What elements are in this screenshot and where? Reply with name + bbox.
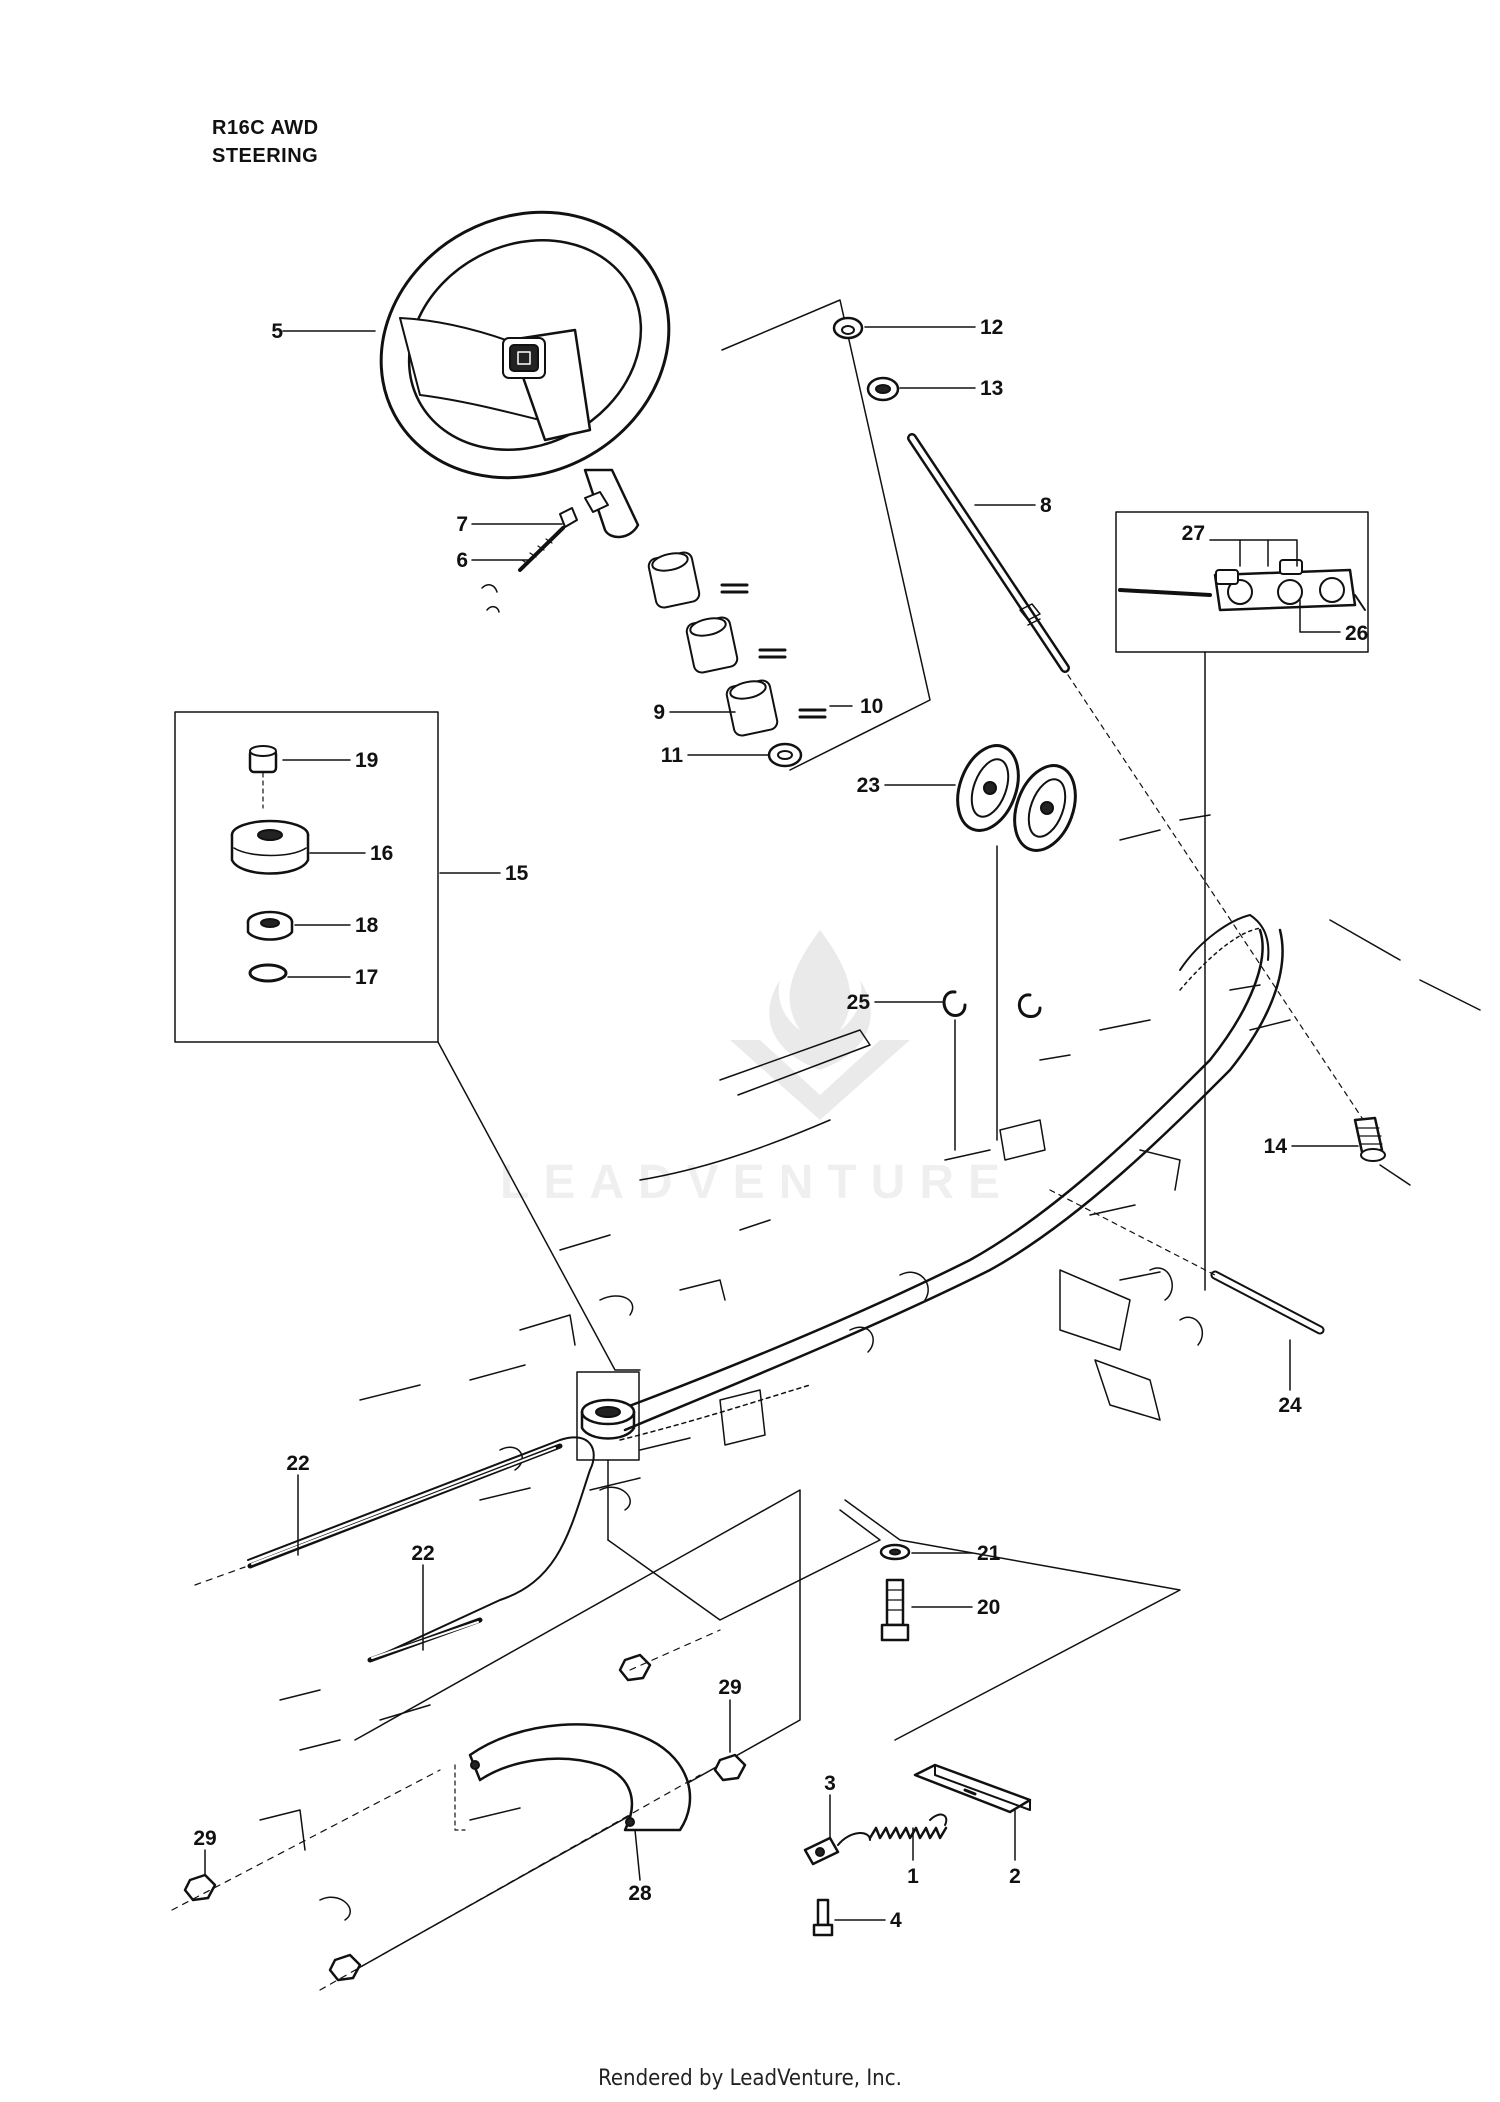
steering-shaft-assembly <box>832 316 1070 673</box>
inset-15-pointer <box>437 1041 641 1371</box>
leadventure-watermark-text: LEADVENTURE <box>500 1156 1015 1209</box>
callout-22b: 22 <box>411 1542 434 1565</box>
callout-19: 19 <box>355 749 378 772</box>
render-credit: Rendered by LeadVenture, Inc. <box>598 2066 902 2091</box>
pin-24 <box>1049 1189 1325 1335</box>
callout-11: 11 <box>661 744 684 767</box>
callout-labels: 5 7 6 9 10 11 12 13 8 27 26 19 16 15 18 … <box>193 316 1368 1932</box>
callout-13: 13 <box>980 377 1003 400</box>
callout-25: 25 <box>847 991 871 1014</box>
callout-5: 5 <box>271 320 283 343</box>
callout-2: 2 <box>1009 1865 1021 1888</box>
callout-22a: 22 <box>286 1452 309 1475</box>
pulley-focus-box <box>576 1371 881 1621</box>
callout-9: 9 <box>653 701 665 724</box>
callout-14: 14 <box>1264 1135 1288 1158</box>
section-title: STEERING <box>212 145 319 167</box>
callout-3: 3 <box>824 1772 836 1795</box>
callout-24: 24 <box>1278 1394 1302 1417</box>
callout-18: 18 <box>355 914 379 937</box>
column-group-bracket <box>721 299 931 771</box>
cable-connector-inset <box>1115 511 1369 653</box>
callout-6: 6 <box>456 549 468 572</box>
shaft-center-line <box>1067 674 1371 1131</box>
callout-15: 15 <box>505 862 529 885</box>
bracket-plate-outline <box>844 1499 1181 1741</box>
pulley-assembly <box>230 745 310 983</box>
callout-17: 17 <box>355 966 378 989</box>
lower-plate-outline <box>354 1489 801 1971</box>
callout-23: 23 <box>857 774 880 797</box>
pulleys <box>956 744 1077 852</box>
e-clips <box>942 990 1042 1018</box>
callout-12: 12 <box>980 316 1003 339</box>
callout-16: 16 <box>370 842 393 865</box>
callout-21: 21 <box>977 1542 1001 1565</box>
bolt-20-washer-21 <box>879 1543 911 1642</box>
callout-10: 10 <box>860 695 883 718</box>
nuts-29 <box>171 1629 747 1991</box>
callout-29b: 29 <box>193 1827 216 1850</box>
bolt-14 <box>1353 1116 1386 1162</box>
callout-27: 27 <box>1182 522 1205 545</box>
steering-column-collars <box>647 551 827 768</box>
cables-22 <box>194 1436 595 1663</box>
callout-1: 1 <box>907 1865 919 1888</box>
callout-29a: 29 <box>718 1676 741 1699</box>
callout-8: 8 <box>1040 494 1052 517</box>
callout-26: 26 <box>1345 622 1368 645</box>
callout-20: 20 <box>977 1596 1000 1619</box>
mower-chassis <box>259 814 1481 1921</box>
setscrew-and-nut <box>481 491 609 613</box>
leader-28 <box>634 1829 641 1881</box>
steering-cable <box>603 914 1284 1441</box>
pulley-assembly-inset <box>174 711 439 1043</box>
callout-4: 4 <box>890 1909 902 1932</box>
axle-strap <box>468 1723 692 1832</box>
spring-assembly <box>803 1763 1032 1937</box>
callout-7: 7 <box>456 513 468 536</box>
model-title: R16C AWD <box>212 117 319 139</box>
callout-28: 28 <box>628 1882 652 1905</box>
steering-wheel <box>379 210 671 539</box>
